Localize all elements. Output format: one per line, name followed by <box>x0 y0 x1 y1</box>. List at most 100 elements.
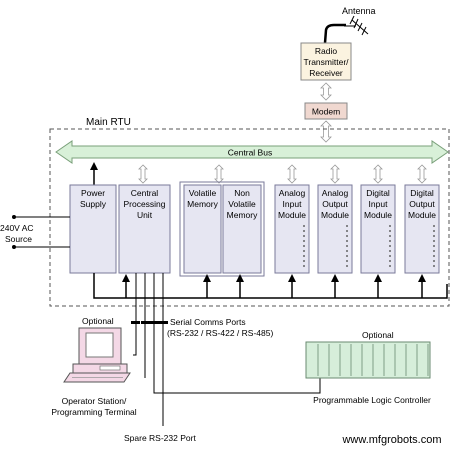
operator-optional-label: Optional <box>82 316 114 326</box>
io-terminal-dot <box>433 265 435 267</box>
bus-module-connectors <box>138 164 427 184</box>
analog-output-module <box>317 184 353 274</box>
cpu-label-line3: Unit <box>137 210 153 220</box>
main-rtu-label: Main RTU <box>86 117 131 128</box>
main-rtu-boundary <box>49 128 450 307</box>
serial-ports-label-line2: (RS-232 / RS-422 / RS-485) <box>167 328 273 338</box>
memory-group <box>179 181 265 277</box>
power-supply-module <box>69 184 117 274</box>
digital-output-label-line2: Output <box>409 199 435 209</box>
io-terminal-dot <box>389 245 391 247</box>
power-supply-label-line1: Power <box>81 188 105 198</box>
volatile-memory-label-line2: Memory <box>187 199 218 209</box>
modem-box <box>304 102 348 120</box>
modem-bus-link <box>320 120 332 143</box>
io-terminal-dot <box>433 230 435 232</box>
io-terminal-dot <box>303 235 305 237</box>
radio-transceiver-box <box>300 42 352 81</box>
computer-icon <box>63 327 131 383</box>
io-terminal-dot <box>303 265 305 267</box>
io-terminal-dot <box>346 225 348 227</box>
antenna-label: Antenna <box>342 6 376 16</box>
power-feed-arrows <box>122 274 426 298</box>
io-terminal-dot <box>433 240 435 242</box>
io-terminal-dot <box>389 260 391 262</box>
digital-input-module <box>360 184 396 274</box>
io-terminal-dot <box>389 265 391 267</box>
analog-output-label-line3: Module <box>321 210 349 220</box>
plc-slot-dividers <box>317 344 429 376</box>
plc-box <box>305 341 431 379</box>
io-terminal-dot <box>303 230 305 232</box>
io-terminal-dot <box>433 225 435 227</box>
io-terminal-dot <box>303 250 305 252</box>
analog-output-label-line1: Analog <box>322 188 349 198</box>
watermark: www.mfgrobots.com <box>341 434 441 446</box>
power-distribution-line <box>93 273 448 299</box>
central-bus <box>55 140 449 164</box>
io-terminal-dots <box>303 225 435 267</box>
operator-station-label-line2: Programming Terminal <box>51 407 136 417</box>
radio-label-line2: Transmitter/ <box>303 57 349 67</box>
radio-modem-link <box>320 82 332 101</box>
serial-port-lines <box>133 273 321 426</box>
io-terminal-dot <box>346 235 348 237</box>
digital-output-label-line3: Module <box>408 210 436 220</box>
serial-port-connectors <box>131 321 168 324</box>
analog-input-label-line3: Module <box>278 210 306 220</box>
analog-output-label-line2: Output <box>322 199 348 209</box>
ac-source-leads <box>12 215 70 249</box>
ac-source-label-line2: Source <box>5 234 32 244</box>
io-terminal-dot <box>346 245 348 247</box>
cpu-label-line2: Processing <box>123 199 165 209</box>
io-terminal-dot <box>389 250 391 252</box>
io-terminal-dot <box>433 245 435 247</box>
io-terminal-dot <box>346 250 348 252</box>
ac-source-label-line1: 240V AC <box>0 223 34 233</box>
io-terminal-dot <box>346 240 348 242</box>
non-volatile-memory-label-line1: Non <box>234 188 250 198</box>
io-terminal-dot <box>303 240 305 242</box>
analog-input-label-line2: Input <box>283 199 303 209</box>
radio-label-line1: Radio <box>315 46 337 56</box>
volatile-memory-module <box>183 184 222 274</box>
io-terminal-dot <box>346 265 348 267</box>
digital-input-label-line1: Digital <box>366 188 390 198</box>
io-terminal-dot <box>346 230 348 232</box>
digital-output-label-line1: Digital <box>410 188 434 198</box>
non-volatile-memory-label-line2: Volatile <box>228 199 256 209</box>
io-terminal-dot <box>346 260 348 262</box>
digital-output-module <box>404 184 440 274</box>
cpu-label-line1: Central <box>131 188 159 198</box>
io-terminal-dot <box>433 260 435 262</box>
io-terminal-dot <box>389 235 391 237</box>
plc-label: Programmable Logic Controller <box>313 395 431 405</box>
io-terminal-dot <box>389 255 391 257</box>
serial-ports-label-line1: Serial Comms Ports <box>170 317 246 327</box>
io-terminal-dot <box>303 260 305 262</box>
io-terminal-dot <box>303 225 305 227</box>
non-volatile-memory-label-line3: Memory <box>227 210 258 220</box>
io-terminal-dot <box>389 225 391 227</box>
plc-optional-label: Optional <box>362 330 394 340</box>
spare-port-label: Spare RS-232 Port <box>124 433 196 443</box>
io-terminal-dot <box>303 255 305 257</box>
non-volatile-memory-module <box>222 184 262 274</box>
io-terminal-dot <box>433 255 435 257</box>
io-terminal-dot <box>389 240 391 242</box>
analog-input-label-line1: Analog <box>279 188 306 198</box>
antenna-icon <box>323 15 369 44</box>
modem-label: Modem <box>312 107 340 117</box>
operator-station-label-line1: Operator Station/ <box>62 396 127 406</box>
radio-label-line3: Receiver <box>309 68 343 78</box>
power-supply-label-line2: Supply <box>80 199 107 209</box>
digital-input-label-line3: Module <box>364 210 392 220</box>
io-terminal-dot <box>346 255 348 257</box>
central-bus-label: Central Bus <box>228 148 272 158</box>
io-terminal-dot <box>389 230 391 232</box>
digital-input-label-line2: Input <box>369 199 389 209</box>
io-terminal-dot <box>433 235 435 237</box>
io-terminal-dot <box>433 250 435 252</box>
